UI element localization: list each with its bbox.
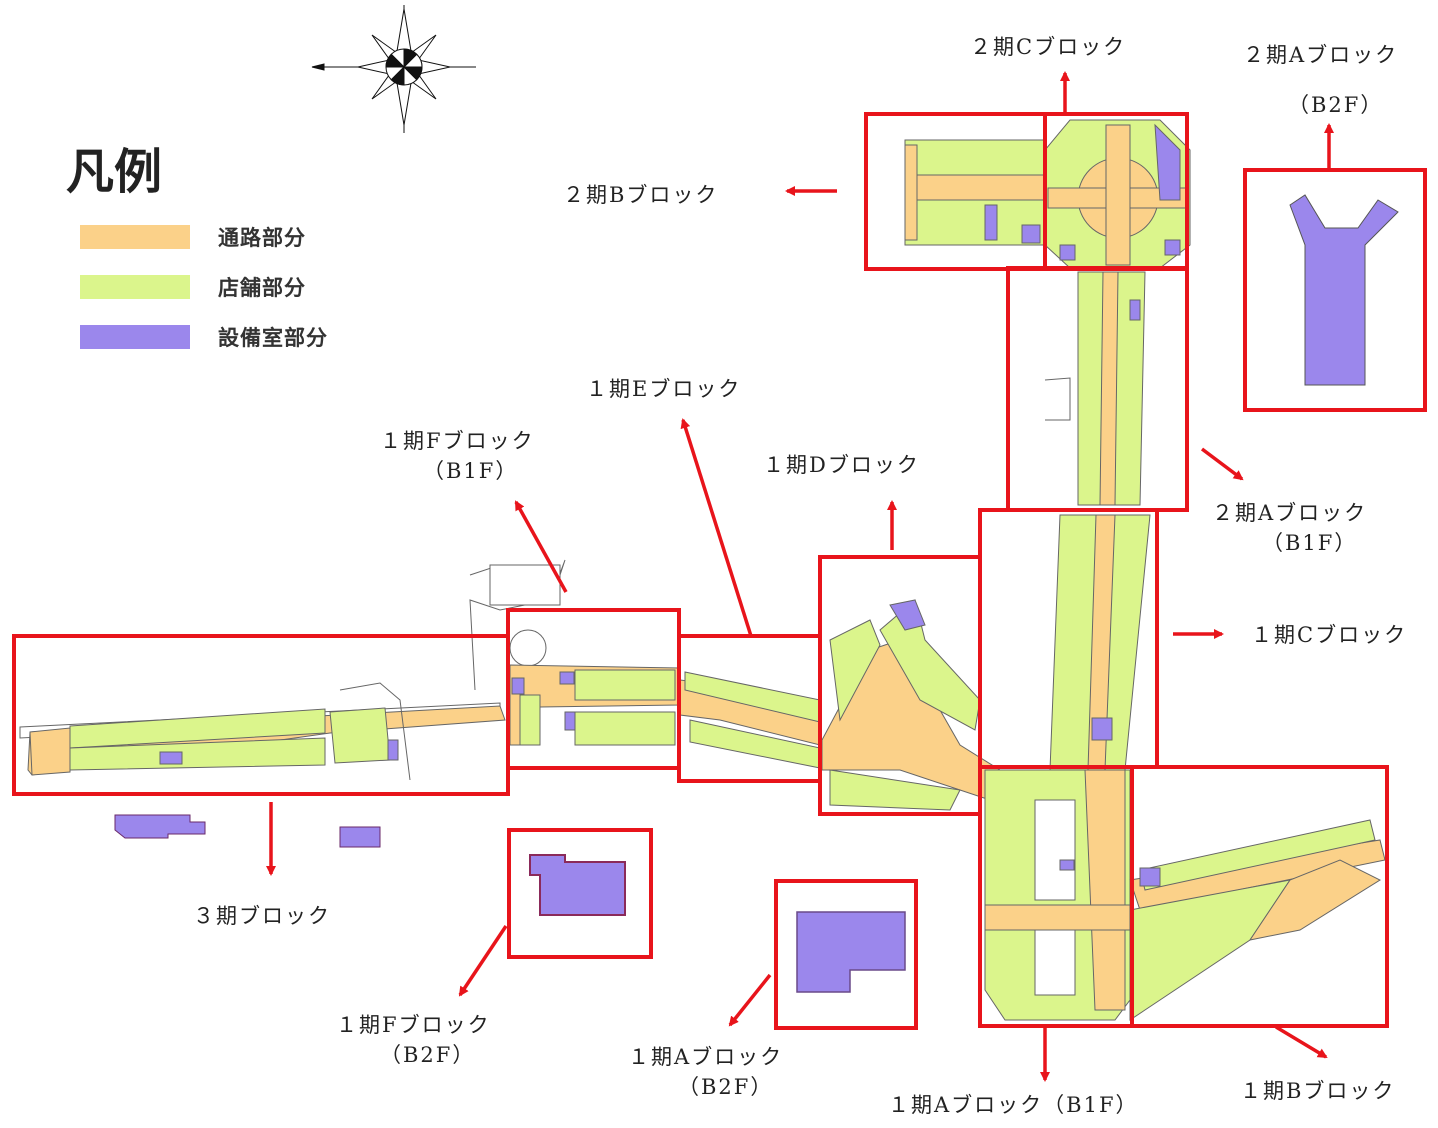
legend-swatch-passage (80, 225, 190, 249)
legend-label-passage: 通路部分 (218, 226, 306, 250)
block-3-equipment-rooms (114, 814, 381, 848)
label-block-2c: ２期Cブロック (970, 35, 1127, 59)
label-block-1a-b2f-floor: （B2F） (678, 1075, 774, 1099)
block-1e-floor (679, 671, 821, 769)
label-block-1f-b2f-name: １期Fブロック (336, 1013, 491, 1037)
label-block-1a-b1f: １期Aブロック（B1F） (888, 1093, 1139, 1117)
block-1f-b2f-floor (529, 854, 626, 916)
legend-swatch-shop (80, 275, 190, 299)
arrow-block-1b (1275, 1025, 1328, 1059)
label-block-1d: １期Dブロック (763, 453, 920, 477)
label-block-1f-b1f-name: １期Fブロック (380, 429, 535, 453)
frame-block-1f-b2f (507, 828, 653, 959)
block-1a-b1f-floor (984, 769, 1131, 1021)
frame-block-2c (1043, 112, 1189, 271)
label-block-1a-b2f-name: １期Aブロック (628, 1045, 784, 1069)
block-2b-floor (904, 139, 1046, 246)
block-2a-b2f-floor (1289, 194, 1399, 386)
block-frames (12, 112, 1427, 1030)
arrow-block-1e (680, 418, 753, 637)
label-block-2a-b1f-name: ２期Aブロック (1212, 501, 1368, 525)
compass-rose-icon (311, 5, 476, 133)
label-block-2a-b1f-floor: （B1F） (1262, 531, 1358, 555)
legend-item-shop: 店舗部分 (80, 272, 306, 302)
legend-item-equipment: 設備室部分 (80, 322, 328, 352)
legend-label-equipment: 設備室部分 (218, 326, 328, 350)
arrows (266, 71, 1334, 1082)
arrow-block-2a-b1f (1200, 447, 1244, 481)
legend-label-shop: 店舗部分 (218, 276, 306, 300)
legend-title: 凡例 (66, 144, 163, 200)
label-block-2a-b2f-floor: （B2F） (1288, 93, 1384, 117)
label-block-3: ３期ブロック (193, 904, 331, 928)
frame-block-2a-b2f (1243, 168, 1427, 412)
block-2c-floor (1044, 119, 1191, 269)
block-1a-b2f-floor (796, 911, 906, 993)
label-block-1e: １期Eブロック (586, 377, 742, 401)
block-3-floor (19, 682, 506, 781)
block-2a-b1f-floor (1044, 271, 1146, 506)
block-1b-floor (1129, 819, 1386, 1021)
label-block-1c: １期Cブロック (1251, 623, 1408, 647)
label-block-1f-b2f-floor: （B2F） (380, 1043, 476, 1067)
block-1f-b1f-floor (469, 559, 681, 746)
legend-swatch-equipment (80, 325, 190, 349)
arrow-block-1f-b1f (514, 500, 568, 593)
block-1d-floor (821, 599, 1001, 811)
legend-item-passage: 通路部分 (80, 222, 306, 252)
block-1c-floor (1049, 514, 1151, 771)
label-block-2a-b2f-name: ２期Aブロック (1243, 43, 1399, 67)
arrow-block-1a-b2f (728, 973, 772, 1027)
frame-block-1a-b2f (774, 879, 918, 1030)
arrow-block-1f-b2f (458, 925, 508, 997)
label-block-2b: ２期Bブロック (563, 183, 719, 207)
label-block-1b: １期Bブロック (1240, 1079, 1396, 1103)
label-block-1f-b1f-floor: （B1F） (423, 459, 519, 483)
frame-block-1b (1130, 765, 1389, 1028)
